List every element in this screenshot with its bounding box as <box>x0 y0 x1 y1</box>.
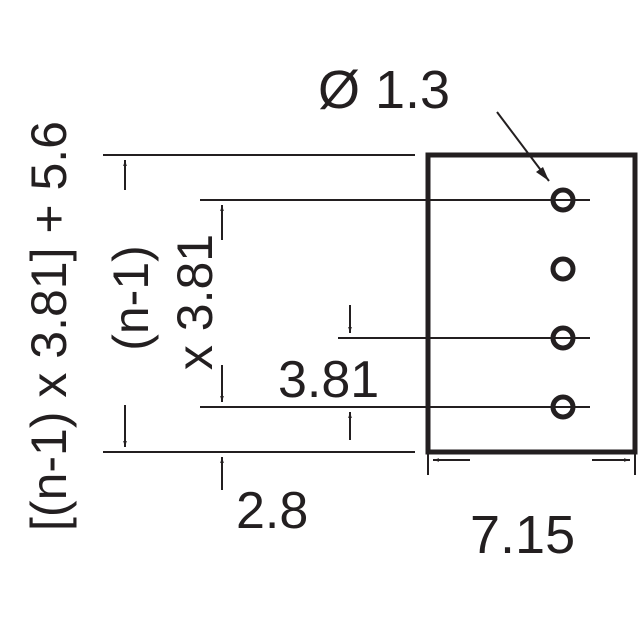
total-length-label: [(n-1) x 3.81] + 5.6 <box>21 121 77 531</box>
pitch-label: 3.81 <box>278 351 379 409</box>
component-body <box>425 152 638 455</box>
pitch-multiplier-label: x 3.81 <box>167 234 223 370</box>
width-label: 7.15 <box>470 505 575 565</box>
diameter-arrowhead <box>536 167 549 181</box>
edge-offset-label: 2.8 <box>236 482 308 540</box>
pitch-count-label: (n-1) <box>103 245 159 351</box>
hole-diameter-label: Ø 1.3 <box>318 60 450 120</box>
pin-hole-2 <box>550 256 576 282</box>
